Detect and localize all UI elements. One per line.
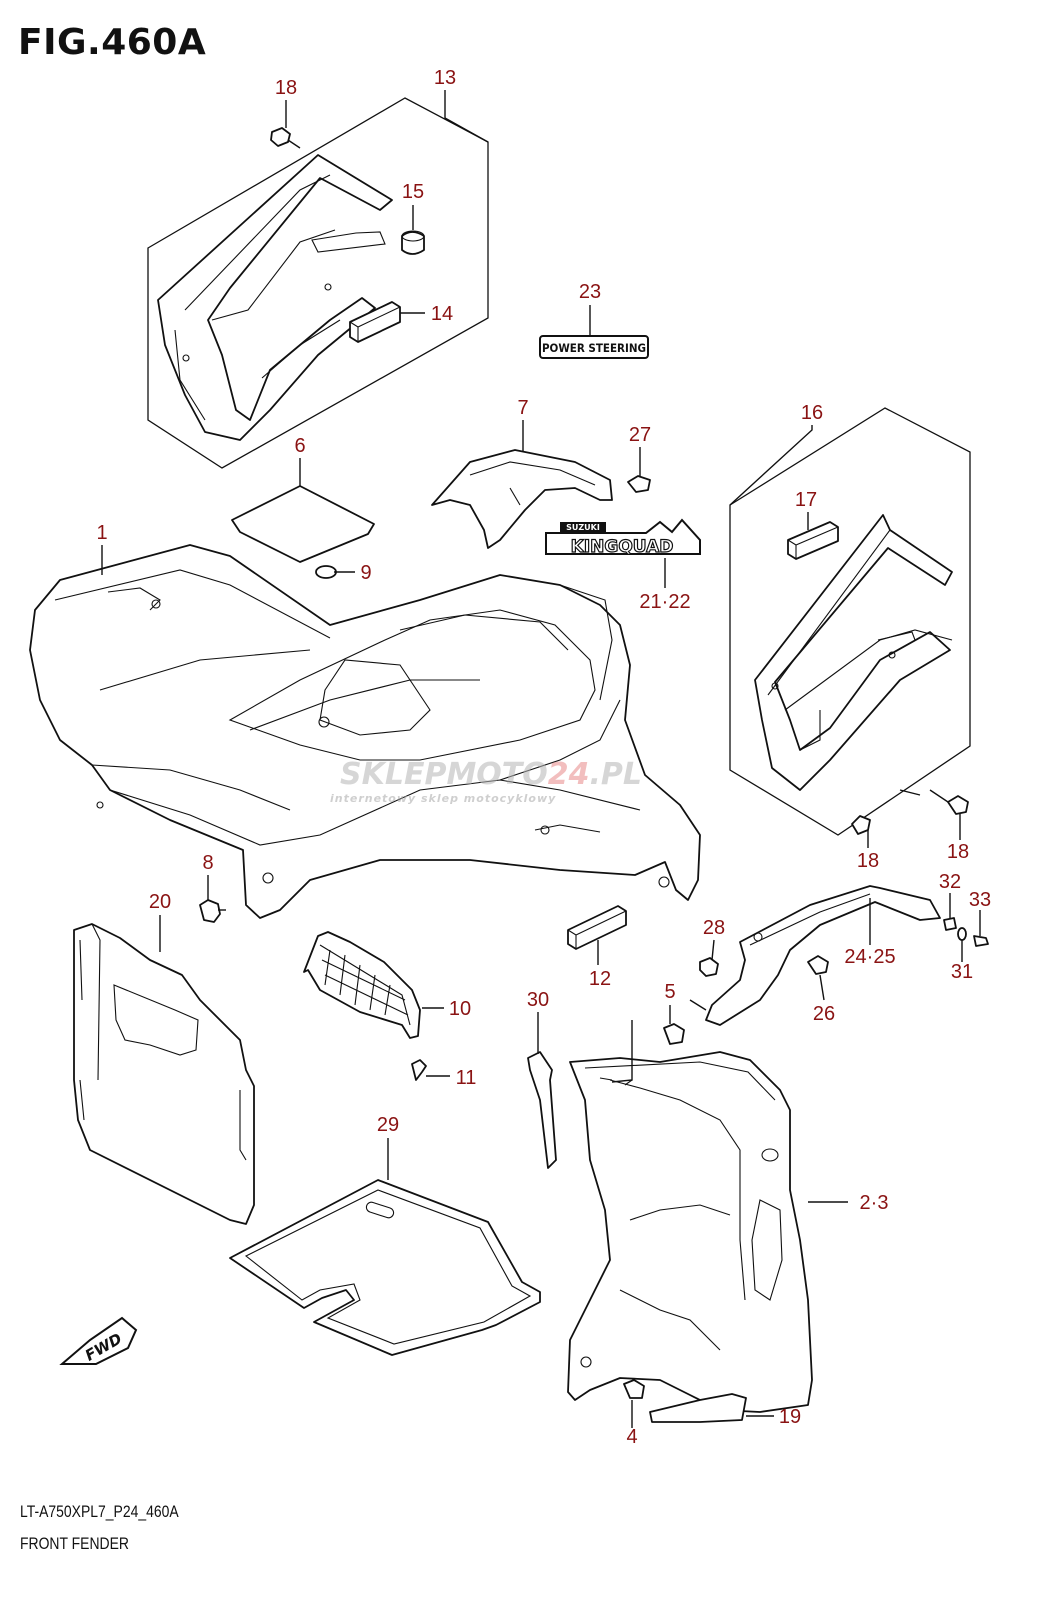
- callout-7: 7: [517, 397, 528, 419]
- callout-30: 30: [527, 989, 549, 1011]
- callout-20: 20: [149, 891, 171, 913]
- power-steering-text: POWER STEERING: [542, 341, 646, 355]
- kingquad-text: KINGQUAD: [571, 537, 674, 557]
- part-16-group-box: [729, 407, 971, 836]
- callout-26: 26: [813, 1003, 835, 1025]
- part-2-3-inner-fender: [567, 1051, 813, 1413]
- part-29-floor-mat: [229, 1179, 541, 1356]
- part-31-washer: [957, 927, 967, 941]
- callout-5: 5: [664, 981, 675, 1003]
- callout-24-25: 24·25: [844, 946, 895, 968]
- callout-6: 6: [294, 435, 305, 457]
- callout-18-c: 18: [947, 841, 969, 863]
- callout-28: 28: [703, 917, 725, 939]
- callout-14: 14: [431, 303, 453, 325]
- part-11-screw: [411, 1059, 427, 1081]
- part-14-pad: [349, 301, 401, 343]
- part-13-group-box: [147, 97, 489, 469]
- model-code: LT-A750XPL7_P24_460A: [20, 1502, 179, 1521]
- part-32-spacer: [943, 917, 957, 931]
- callout-12: 12: [589, 968, 611, 990]
- leader-lines: [101, 90, 981, 1428]
- part-18-bolt-right-a: [851, 815, 871, 835]
- suzuki-small-text: SUZUKI: [566, 523, 600, 532]
- part-21-22-kingquad-decal: SUZUKI KINGQUAD: [545, 518, 701, 558]
- callout-10: 10: [449, 998, 471, 1020]
- callout-11: 11: [456, 1067, 477, 1089]
- callout-1: 1: [96, 522, 107, 544]
- callout-4: 4: [626, 1426, 637, 1448]
- callout-18: 18: [275, 77, 297, 99]
- callout-33: 33: [969, 889, 991, 911]
- part-20-side-panel: [73, 923, 255, 1225]
- part-27-bolt: [627, 475, 651, 493]
- fwd-arrow-icon: FWD: [59, 1316, 138, 1365]
- figure-title: FIG.460A: [18, 22, 207, 63]
- callout-21-22: 21·22: [639, 591, 690, 613]
- part-26-bolt: [807, 955, 829, 975]
- part-7-cover: [431, 449, 613, 549]
- callout-18-b: 18: [857, 850, 879, 872]
- part-16-panel: [754, 514, 953, 791]
- callout-15: 15: [402, 181, 424, 203]
- callout-13: 13: [434, 67, 456, 89]
- part-4-bolt: [623, 1379, 645, 1399]
- part-13-panel: [157, 154, 393, 441]
- part-28-bolt: [699, 957, 719, 977]
- part-18-bolt-top: [270, 127, 301, 149]
- callout-29: 29: [377, 1114, 399, 1136]
- part-19-trim-strip: [649, 1393, 747, 1423]
- part-30-strap: [527, 1051, 557, 1169]
- callout-31: 31: [951, 961, 973, 983]
- part-17-pad: [787, 521, 839, 560]
- svg-text:SKLEPMOTO24.PL: SKLEPMOTO24.PL: [340, 757, 642, 792]
- callout-8: 8: [202, 852, 213, 874]
- watermark: SKLEPMOTO24.PL internetowy sklep motocyk…: [330, 757, 642, 805]
- callout-19: 19: [779, 1406, 801, 1428]
- watermark-prefix: SKLEP: [340, 757, 446, 792]
- callout-23: 23: [579, 281, 601, 303]
- part-24-25-bracket: [705, 885, 941, 1026]
- watermark-num: 24: [548, 757, 590, 792]
- part-12-pad: [567, 905, 627, 950]
- part-1-front-fender: [29, 544, 701, 919]
- part-18-bolt-right-b: [929, 789, 969, 815]
- part-23-power-steering-decal: POWER STEERING: [539, 335, 649, 359]
- watermark-mid: MOTO: [446, 757, 547, 792]
- watermark-suffix: .PL: [590, 757, 643, 792]
- part-10-grille: [303, 931, 421, 1039]
- callout-32: 32: [939, 871, 961, 893]
- part-6-lid: [231, 485, 375, 563]
- section-name: FRONT FENDER: [20, 1534, 129, 1553]
- callout-27: 27: [629, 424, 651, 446]
- watermark-sub: internetowy sklep motocyklowy: [330, 792, 556, 805]
- part-33-screw: [973, 935, 989, 947]
- callout-labels: 18 13 15 14 23 7 27 16 6 17 1 9 21·22 18…: [96, 67, 991, 1448]
- part-15-grommet: [401, 230, 425, 255]
- part-5-bolt: [663, 1023, 685, 1045]
- callout-2-3: 2·3: [860, 1192, 889, 1214]
- callout-16: 16: [801, 402, 823, 424]
- callout-17: 17: [795, 489, 817, 511]
- part-9-cap: [315, 565, 337, 579]
- part-8-bolt: [199, 899, 226, 923]
- callout-9: 9: [360, 562, 371, 584]
